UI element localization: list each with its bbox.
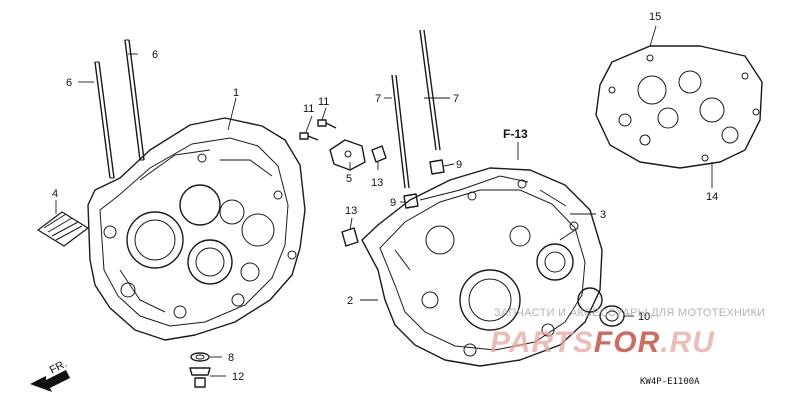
label-7-left: 7 [375, 93, 381, 105]
diagram-code: KW4P-E1100A [640, 377, 700, 387]
label-2: 2 [347, 295, 353, 307]
stud-bolt-7-right [419, 29, 441, 151]
crankcase-gasket [595, 45, 763, 169]
bolt-11-b [317, 119, 337, 129]
label-5: 5 [346, 173, 352, 185]
label-7-right: 7 [453, 93, 459, 105]
label-1: 1 [233, 87, 239, 99]
label-9-upper: 9 [456, 159, 462, 171]
label-3: 3 [600, 209, 606, 221]
label-9-lower: 9 [390, 197, 396, 209]
dowel-pin-13-lower [341, 227, 359, 247]
watermark-brand: PARTSFOR.RU [490, 326, 715, 359]
label-11-b: 11 [318, 96, 329, 108]
watermark-brand-for: FOR [594, 326, 660, 359]
section-reference: F-13 [503, 127, 528, 141]
label-12: 12 [232, 371, 244, 383]
leader-lines [55, 25, 713, 377]
drain-washer [190, 352, 210, 362]
right-crankcase [361, 167, 603, 367]
label-10: 10 [638, 311, 650, 323]
label-8: 8 [228, 352, 234, 364]
left-crankcase [87, 117, 306, 341]
part-number-labels: 1 2 3 4 5 6 6 7 7 8 9 9 10 11 11 12 13 1… [52, 11, 718, 383]
bracket-plate [329, 139, 366, 171]
watermark-brand-parts: PARTS [490, 326, 594, 359]
front-direction-arrow [30, 370, 70, 392]
bolt-11-a [299, 132, 319, 141]
dowel-9-upper [429, 159, 445, 175]
watermark-brand-ru: .RU [660, 326, 715, 359]
watermark-tagline: ЗАПЧАСТИ И АКСЕССУАРЫ ДЛЯ МОТОТЕХНИКИ [494, 307, 765, 319]
label-13-upper: 13 [371, 177, 383, 189]
label-11-a: 11 [303, 103, 314, 115]
stud-bolt-7-left [391, 74, 410, 189]
watermark: ЗАПЧАСТИ И АКСЕССУАРЫ ДЛЯ МОТОТЕХНИКИ PA… [490, 307, 765, 359]
label-4: 4 [52, 188, 58, 200]
dowel-9-lower [403, 193, 419, 209]
drain-bolt [189, 367, 211, 388]
label-6-left: 6 [66, 77, 72, 89]
stud-bolt-6-right [124, 39, 145, 161]
stud-bolt-6-left [94, 61, 115, 179]
label-13-lower: 13 [345, 205, 357, 217]
label-14: 14 [706, 191, 718, 203]
dowel-pin-13-upper [371, 145, 387, 163]
oil-strainer-screen [36, 211, 90, 247]
label-15: 15 [649, 11, 661, 23]
label-6-right: 6 [152, 49, 158, 61]
